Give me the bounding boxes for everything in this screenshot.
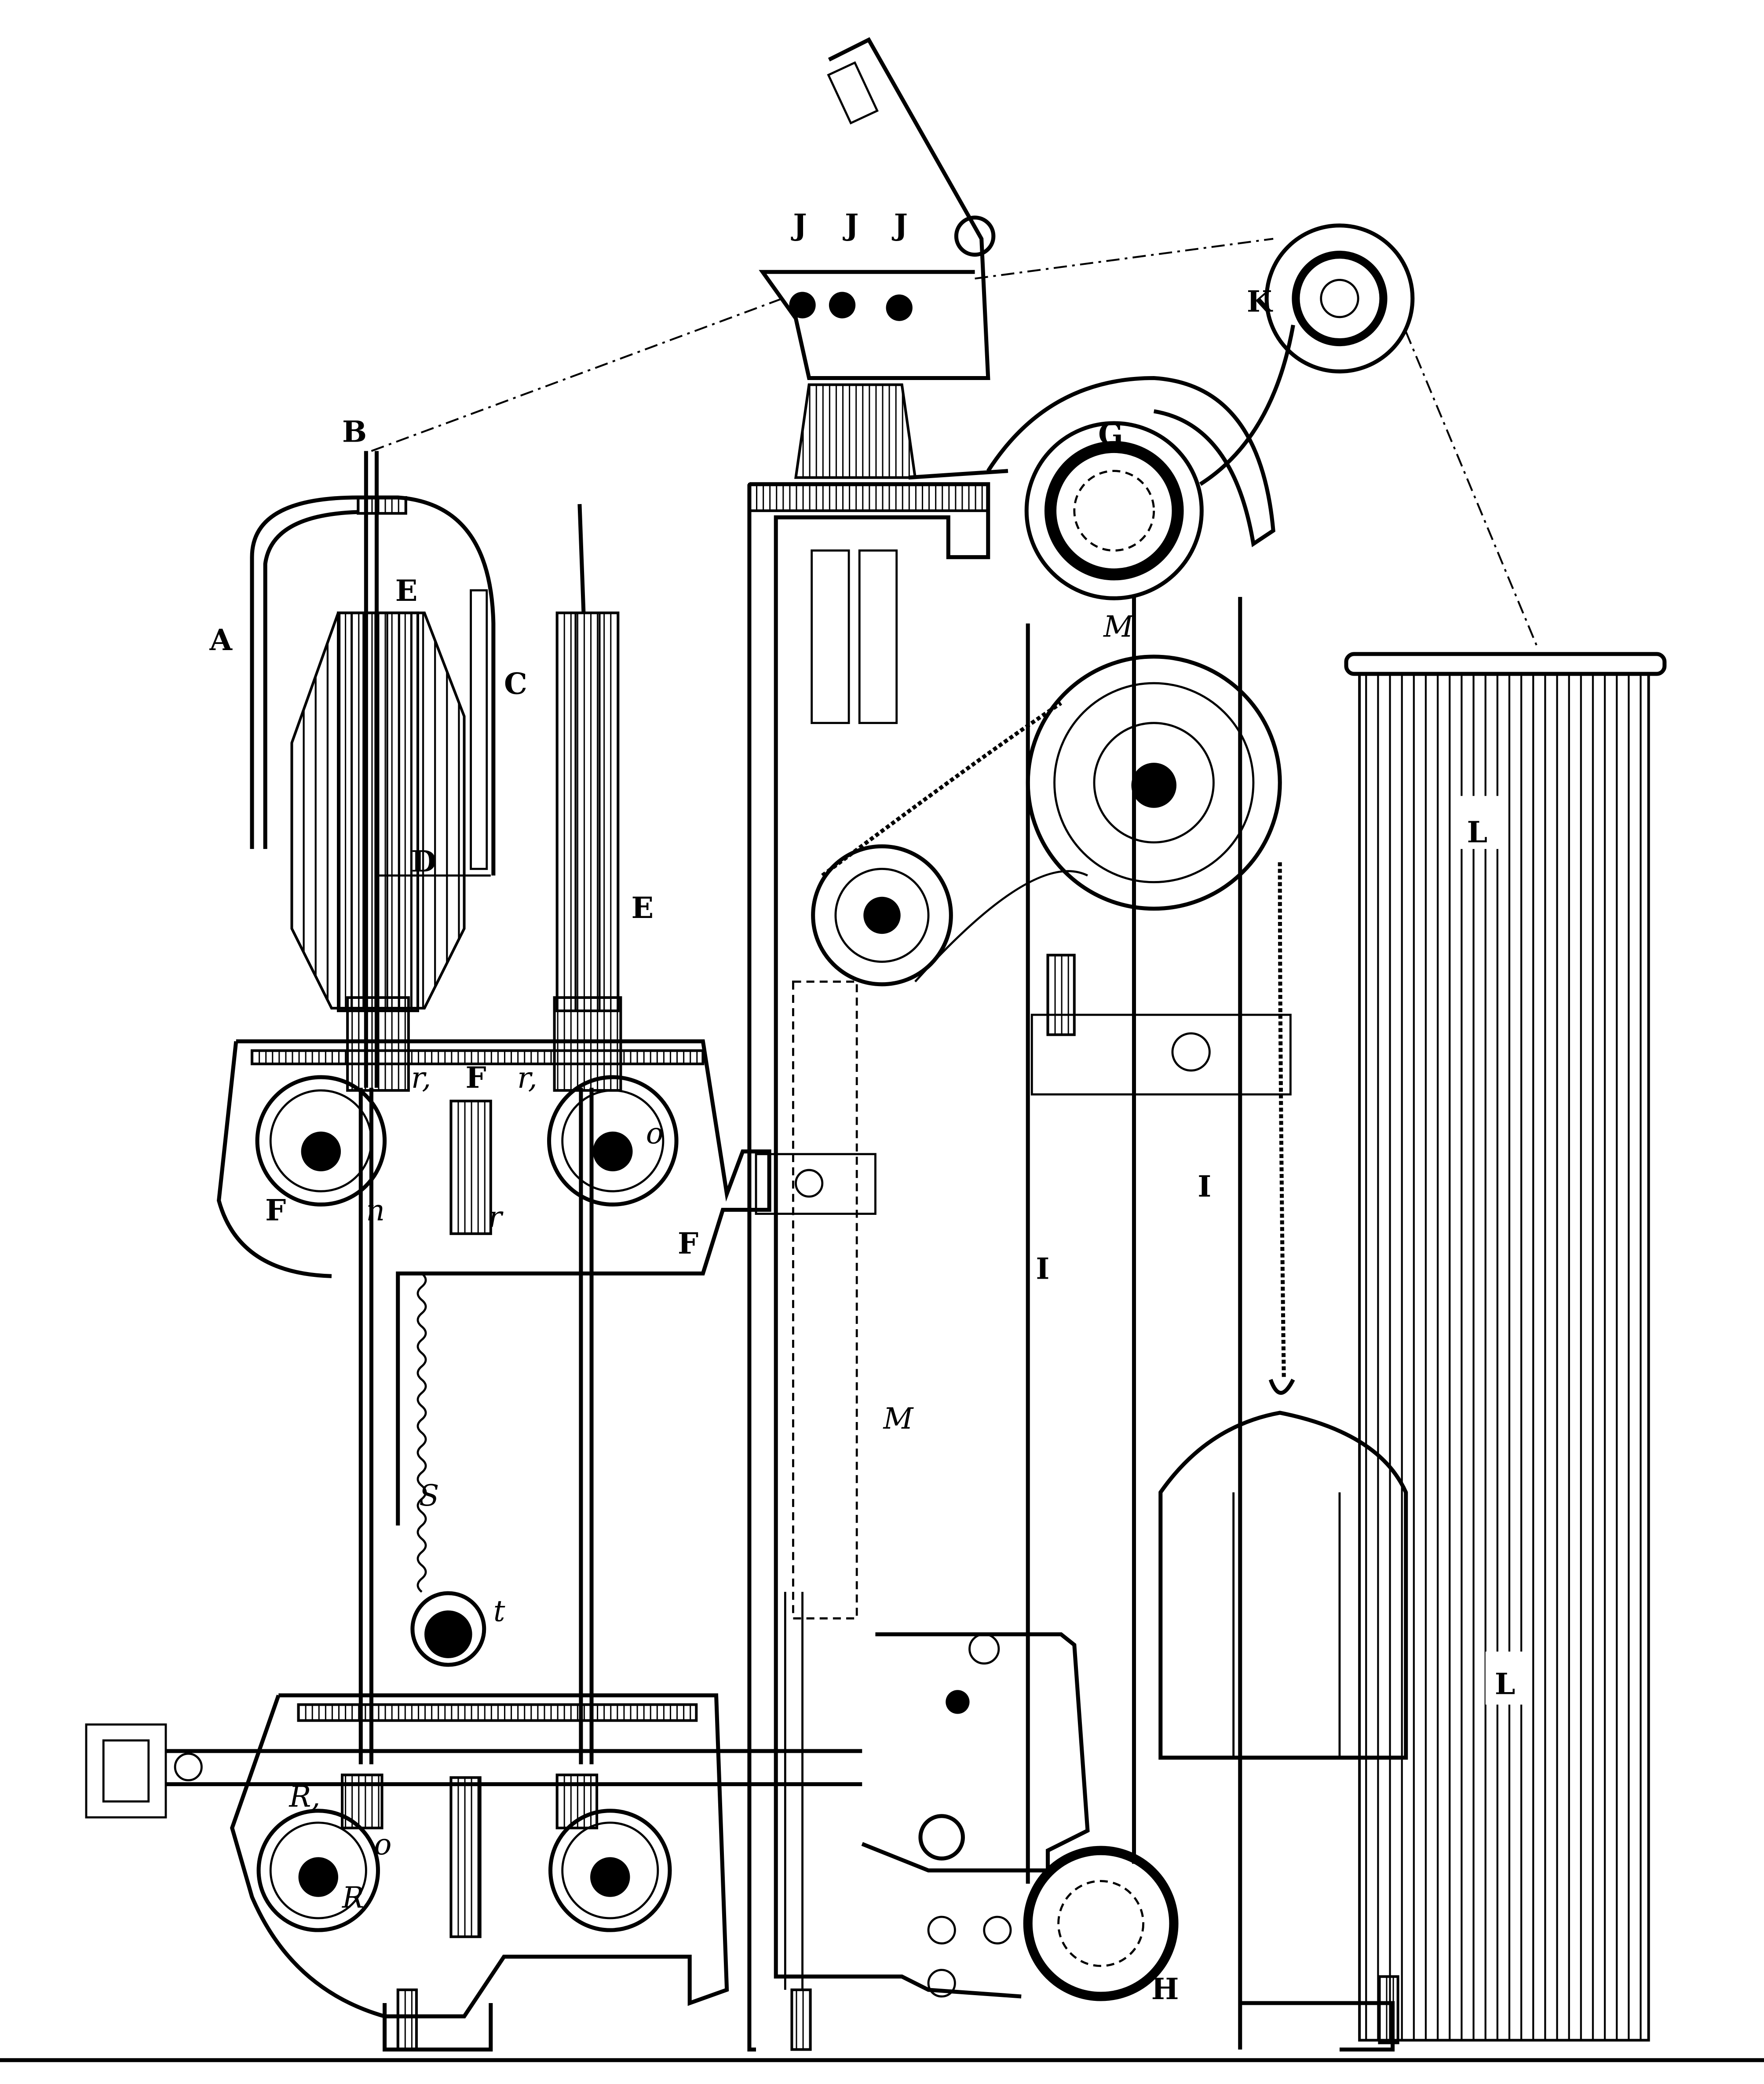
lower-frame xyxy=(85,1693,862,2052)
sliver-can-L xyxy=(1344,652,1667,2042)
label-B: B xyxy=(342,414,367,449)
label-R1: R, xyxy=(289,1780,320,1814)
label-J-2: J xyxy=(843,208,858,242)
label-I-right: I xyxy=(1198,1169,1211,1203)
spring-and-ratchet xyxy=(410,1272,486,1667)
label-F-top: F xyxy=(466,1060,486,1095)
label-M-bottom: M xyxy=(883,1401,914,1436)
label-r1-left: r, xyxy=(411,1060,431,1095)
label-G: G xyxy=(1098,417,1123,451)
label-A: A xyxy=(209,623,233,657)
label-n: n xyxy=(366,1193,385,1228)
label-E-right: E xyxy=(632,891,654,925)
label-E-left: E xyxy=(395,574,418,608)
drafting-rollers xyxy=(759,37,996,479)
label-J-3: J xyxy=(892,208,908,242)
label-D: D xyxy=(411,844,437,878)
label-r: r xyxy=(488,1200,504,1234)
label-o-left: o xyxy=(374,1827,391,1861)
bottom-mechanism-H xyxy=(861,1632,1399,2052)
yarn-path xyxy=(371,238,1540,651)
label-S: S xyxy=(419,1478,439,1513)
flyer-spindle-left xyxy=(250,451,496,1092)
label-L-top: L xyxy=(1467,815,1487,849)
delivery-roller-G xyxy=(908,325,1295,600)
label-r1-right: r, xyxy=(517,1060,537,1095)
spindle-right xyxy=(553,504,622,1765)
roller-K xyxy=(1264,223,1415,373)
label-F-right: F xyxy=(678,1226,698,1261)
label-C: C xyxy=(504,666,527,701)
label-F-left: F xyxy=(265,1193,286,1228)
label-J-1: J xyxy=(791,208,807,242)
label-t: t xyxy=(493,1594,505,1628)
right-column xyxy=(811,597,1408,2050)
label-K: K xyxy=(1247,285,1273,319)
label-o-right: o xyxy=(646,1116,664,1151)
label-I-left: I xyxy=(1036,1251,1049,1286)
label-L-bottom: L xyxy=(1495,1667,1516,1701)
label-R: R xyxy=(342,1880,364,1915)
central-column xyxy=(747,482,1022,2052)
letter-labels: A B C D E E F F F r, r, n r o o S t R, R… xyxy=(209,208,1515,2006)
label-M-top: M xyxy=(1103,610,1134,644)
upper-rail-frame xyxy=(217,1039,771,1765)
label-H: H xyxy=(1151,1972,1179,2006)
